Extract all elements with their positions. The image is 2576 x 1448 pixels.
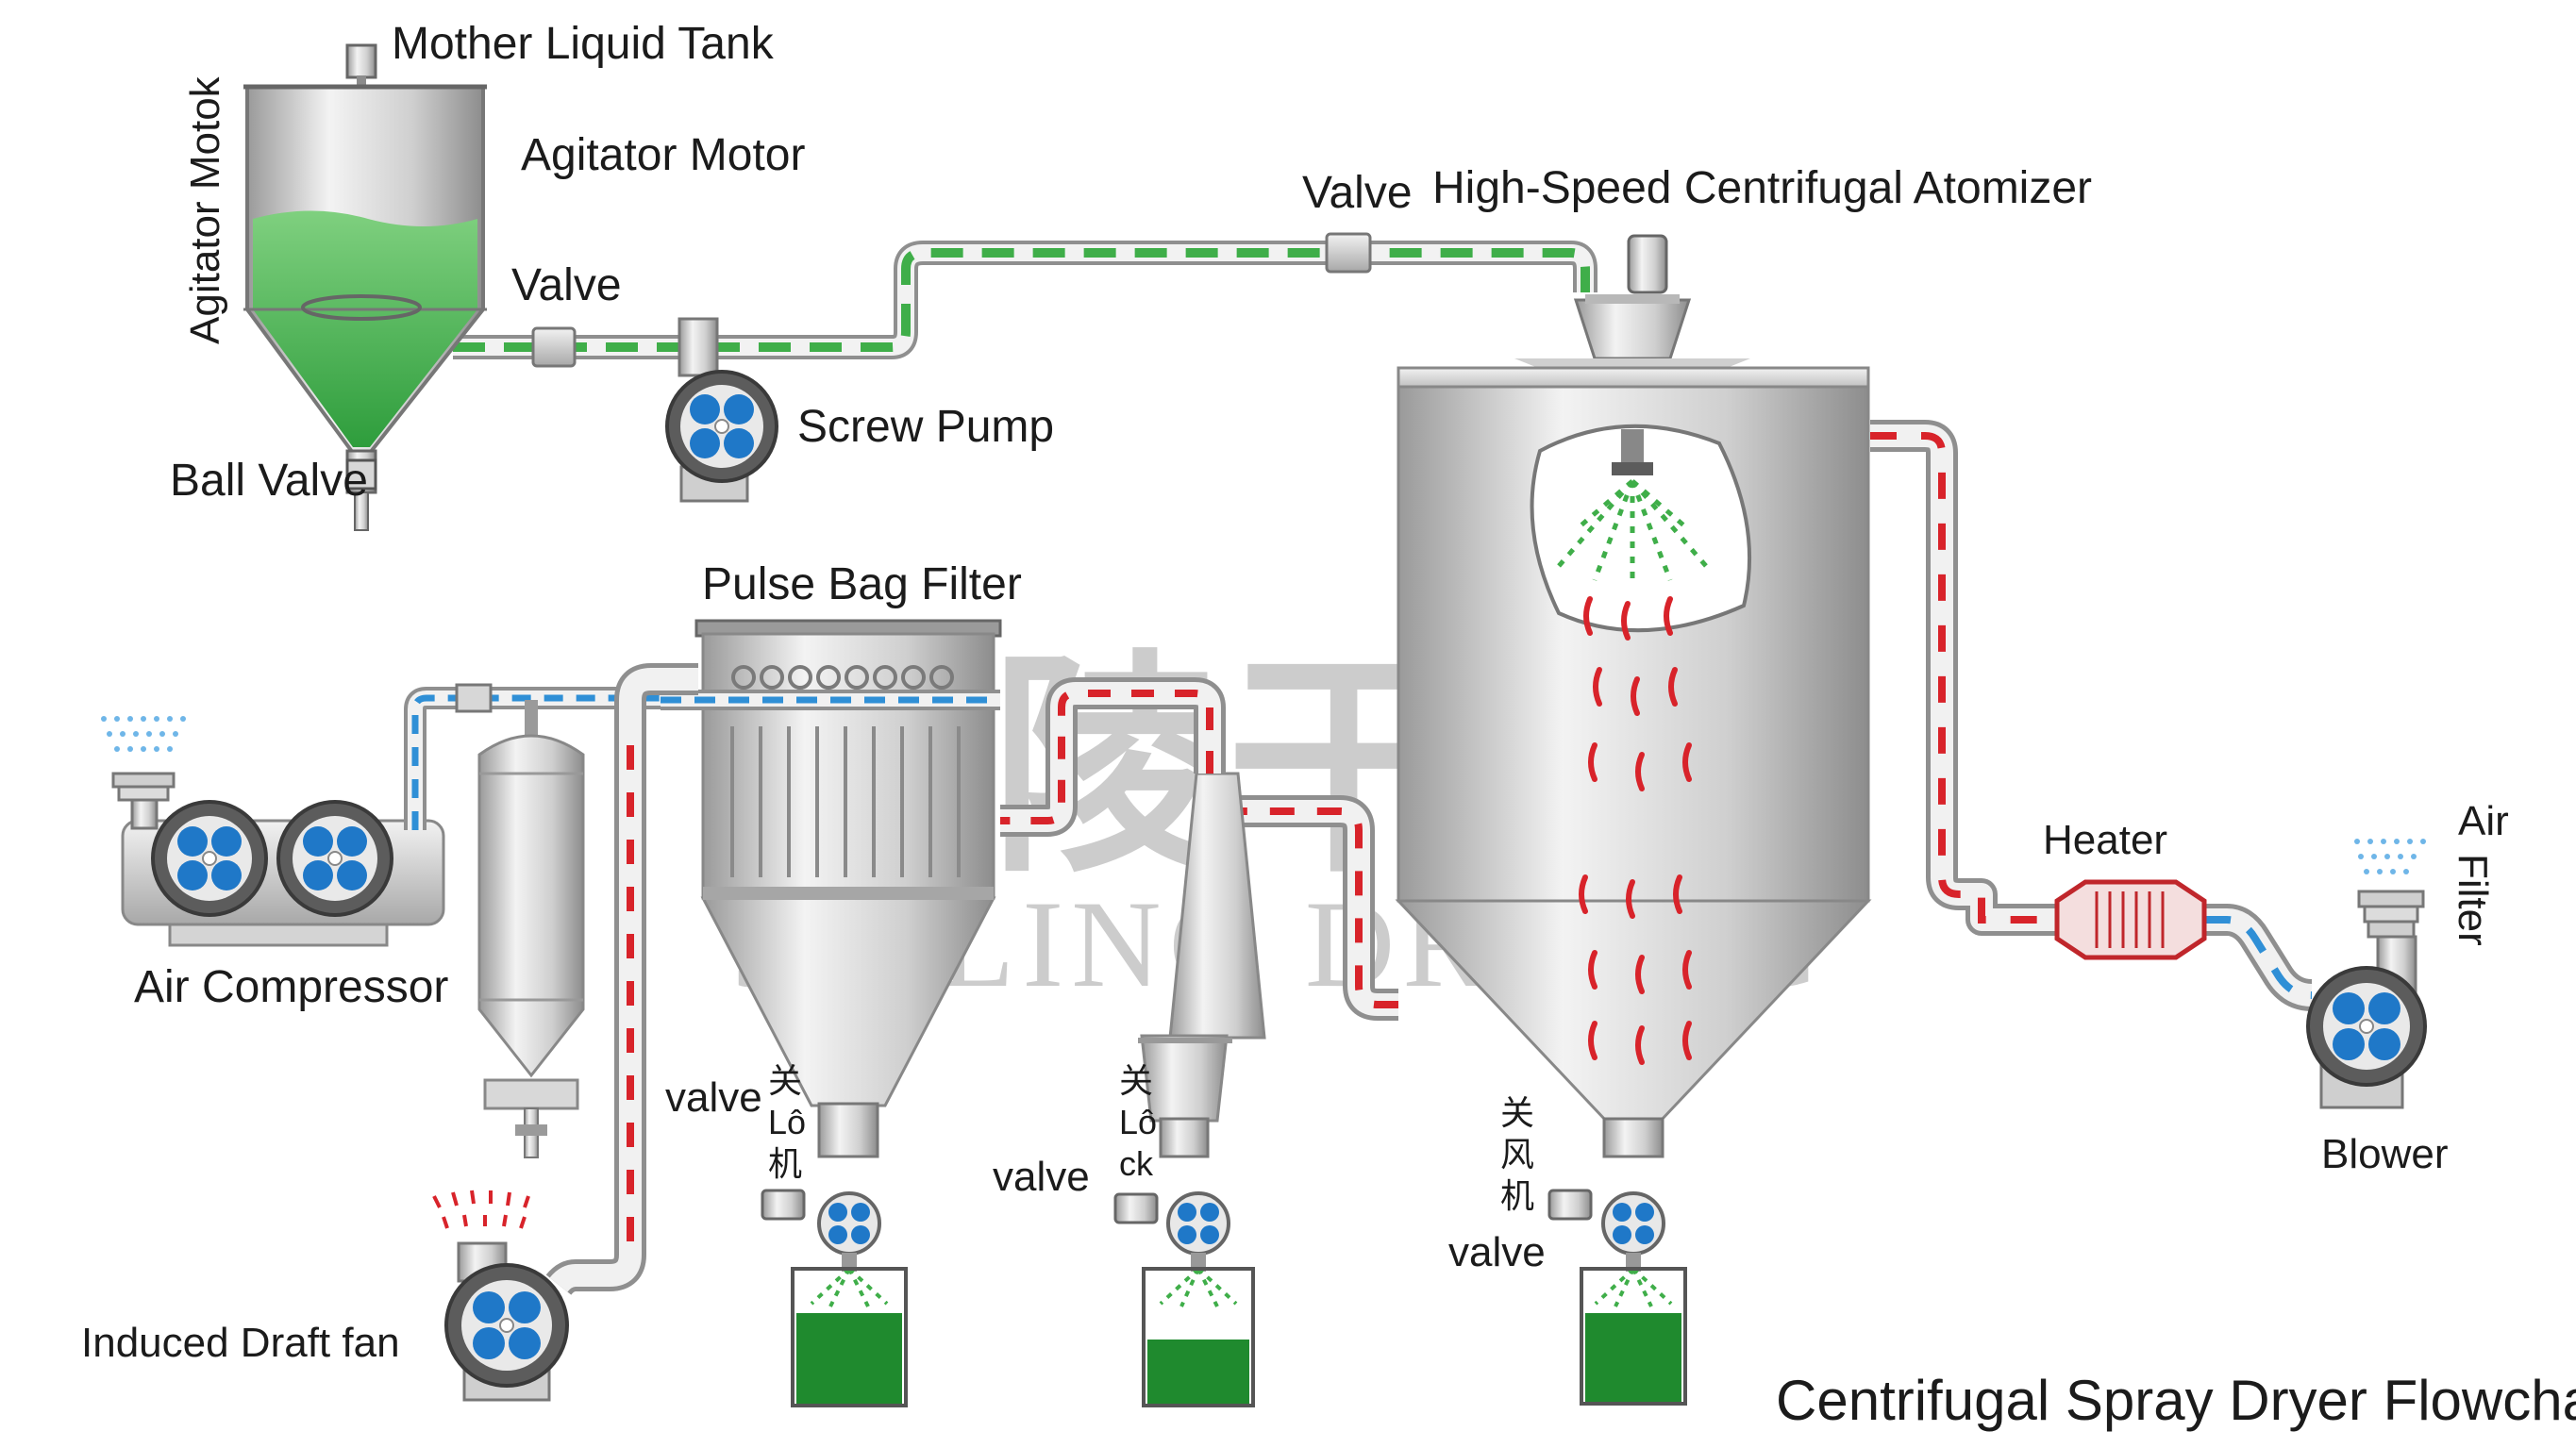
- label-agitator-motor: Agitator Motor: [521, 130, 805, 180]
- lock-label-cyclone-1: 关: [1119, 1061, 1153, 1100]
- gas-storage-tank: [477, 734, 585, 1158]
- label-air-filter-1: Air: [2458, 798, 2509, 844]
- hot-air-pipe: [1870, 420, 2313, 1011]
- hot-air-flow: [1579, 596, 1692, 1065]
- lock-label-cyclone-3: ck: [1119, 1144, 1154, 1183]
- top-valve[interactable]: [1325, 232, 1372, 274]
- labels: Mother Liquid Tank Agitator Motok Agitat…: [81, 19, 2576, 1432]
- filter-product-collector: [791, 1253, 908, 1407]
- filter-rotary-valve[interactable]: [761, 1189, 881, 1256]
- pulse-bag-filter: [661, 619, 1002, 1158]
- exhaust-pipe: [545, 663, 698, 1296]
- label-pulse-bag-filter: Pulse Bag Filter: [702, 559, 1022, 609]
- label-mother-liquid-tank: Mother Liquid Tank: [392, 19, 775, 69]
- lock-label-cyclone-2: Lô: [1119, 1103, 1157, 1141]
- label-induced-draft-fan: Induced Draft fan: [81, 1320, 400, 1366]
- label-air-compressor: Air Compressor: [134, 962, 448, 1012]
- atomizer-spray: [1557, 479, 1708, 585]
- feed-pipe: [453, 241, 1597, 359]
- mother-liquid-tank: [243, 43, 487, 531]
- label-ball-valve: Ball Valve: [170, 456, 368, 506]
- cyclone-rotary-valve[interactable]: [1113, 1191, 1230, 1256]
- label-screw-pump: Screw Pump: [797, 402, 1054, 452]
- lock-label-filter-1: 关: [768, 1061, 802, 1100]
- screw-pump-fan[interactable]: [665, 370, 778, 483]
- feed-valve[interactable]: [531, 326, 577, 368]
- tower-product-collector: [1580, 1253, 1687, 1406]
- label-atomizer: High-Speed Centrifugal Atomizer: [1432, 163, 2092, 213]
- heater: [2054, 879, 2207, 960]
- lock-label-tower-2: 风: [1500, 1135, 1534, 1173]
- label-filter-valve: valve: [665, 1074, 762, 1121]
- cyclone-product-collector: [1142, 1253, 1255, 1407]
- lock-label-filter-3: 机: [768, 1144, 802, 1183]
- blower-fan[interactable]: [2306, 966, 2427, 1109]
- label-air-filter-2: Filter: [2450, 854, 2496, 946]
- tower-rotary-valve[interactable]: [1547, 1189, 1665, 1256]
- air-compressor: [101, 716, 445, 947]
- label-agitator-motor-side: Agitator Motok: [182, 75, 228, 344]
- tower-cyclone-pipe: [1217, 795, 1398, 1021]
- lock-label-tower-1: 关: [1500, 1093, 1534, 1132]
- label-blower: Blower: [2321, 1131, 2449, 1177]
- label-feed-valve: Valve: [511, 260, 622, 310]
- air-compressor-fan-2[interactable]: [276, 800, 393, 917]
- compressed-air-pipe: [404, 683, 661, 830]
- cyclone-filter-pipe: [1000, 677, 1226, 837]
- page-title: Centrifugal Spray Dryer Flowchart: [1776, 1369, 2576, 1432]
- lock-label-filter-2: Lô: [768, 1103, 806, 1141]
- ball-valve[interactable]: [345, 458, 377, 491]
- air-compressor-fan-1[interactable]: [151, 800, 268, 917]
- spray-tower: [1395, 234, 1872, 1158]
- label-top-valve: Valve: [1302, 168, 1413, 218]
- lock-label-tower-3: 机: [1500, 1176, 1534, 1215]
- induced-draft-fan[interactable]: [444, 1263, 569, 1388]
- label-cyclone-valve: valve: [993, 1154, 1090, 1200]
- label-heater: Heater: [2043, 817, 2167, 863]
- label-tower-valve: valve: [1448, 1229, 1546, 1275]
- cyclone: [1138, 772, 1266, 1158]
